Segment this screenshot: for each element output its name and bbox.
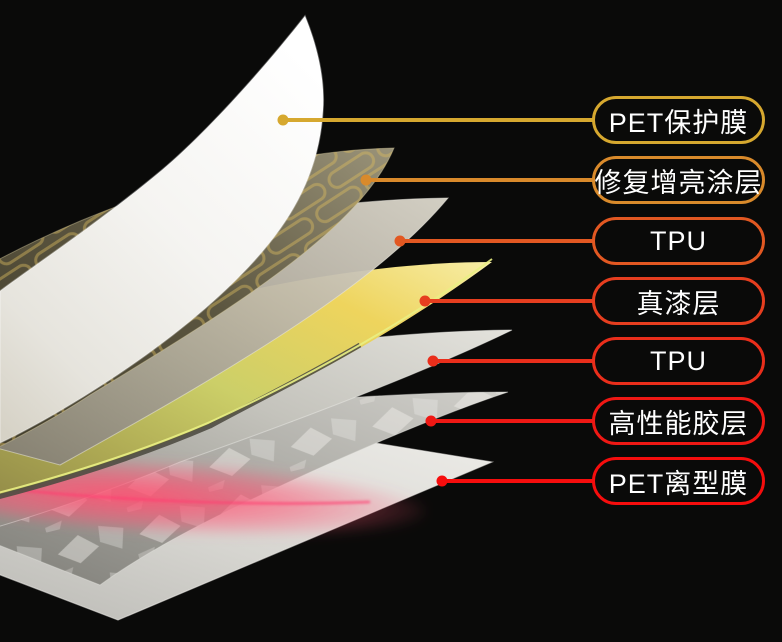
callout-dot-2: [360, 174, 372, 186]
callout-dot-6: [425, 415, 437, 427]
callout-connectors: [277, 114, 600, 487]
callout-pill-tpu-lower: TPU: [592, 337, 765, 385]
paint-layer-glow-speckle: [0, 486, 371, 505]
callout-label-high-performance-adhesive: 高性能胶层: [608, 408, 749, 439]
callout-label-tpu-lower: TPU: [650, 345, 707, 376]
callout-label-true-paint-layer: 真漆层: [636, 288, 721, 319]
callout-pill-high-performance-adhesive: 高性能胶层: [592, 397, 765, 445]
callout-dot-3: [394, 235, 406, 247]
callout-pill-true-paint-layer: 真漆层: [592, 277, 765, 325]
callout-dot-1: [277, 114, 289, 126]
callout-label-tpu-upper: TPU: [650, 225, 707, 256]
callout-label-repair-brightening-coating: 修复增亮涂层: [594, 167, 763, 198]
layer-sheet-pet-protective-film: [0, 14, 325, 444]
layer-sheet-true-paint: [0, 262, 492, 496]
callout-pill-pet-release-film: PET离型膜: [592, 457, 765, 505]
callout-dot-7: [436, 475, 448, 487]
callout-pill-repair-brightening-coating: 修复增亮涂层: [592, 156, 765, 204]
callout-pill-tpu-upper: TPU: [592, 217, 765, 265]
callout-label-pet-protective-film: PET保护膜: [608, 107, 749, 138]
callout-pill-pet-protective-film: PET保护膜: [592, 96, 765, 144]
callout-dot-5: [427, 355, 439, 367]
callout-label-pet-release-film: PET离型膜: [608, 468, 749, 499]
callout-dot-4: [419, 295, 431, 307]
